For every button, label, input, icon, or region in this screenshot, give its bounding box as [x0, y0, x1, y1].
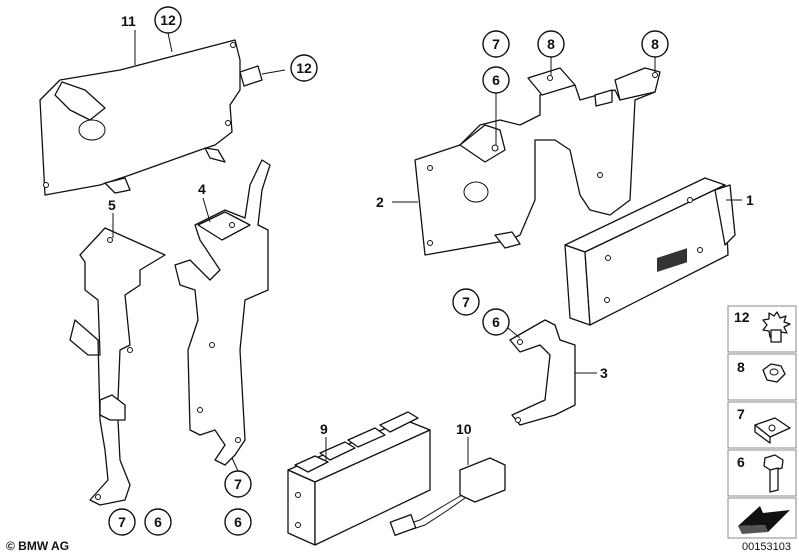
callout-circle-7a — [482, 30, 510, 58]
arrow-icon — [738, 506, 790, 534]
leader-4 — [202, 197, 211, 223]
callout-6d: 6 — [234, 514, 242, 530]
part-10-harness — [389, 457, 506, 536]
legend-box-6: 6 — [727, 449, 797, 497]
callout-circle-6d — [224, 508, 252, 536]
copyright-label: © BMW AG — [6, 539, 70, 553]
callout-circle-6b — [482, 308, 510, 336]
callout-10: 10 — [456, 421, 472, 437]
legend-box-7: 7 — [727, 401, 797, 449]
legend-12: 12 — [734, 309, 750, 325]
callout-6b: 6 — [492, 314, 500, 330]
leader-12a — [167, 32, 173, 53]
callout-circle-7c — [108, 508, 136, 536]
legend-box-arrow — [727, 497, 797, 539]
callout-5: 5 — [108, 197, 116, 213]
legend-8: 8 — [737, 359, 745, 375]
legend-7: 7 — [737, 406, 745, 422]
part-1-control-unit — [564, 177, 736, 326]
callout-6c: 6 — [154, 514, 162, 530]
callout-7c: 7 — [118, 514, 126, 530]
callout-12a: 12 — [160, 12, 176, 28]
callout-7a: 7 — [492, 36, 500, 52]
legend-6: 6 — [737, 454, 745, 470]
callout-2: 2 — [376, 194, 384, 210]
clip-nut-icon — [754, 417, 791, 444]
callout-7d: 7 — [234, 476, 242, 492]
callout-8b: 8 — [651, 36, 659, 52]
callout-8a: 8 — [547, 36, 555, 52]
callout-12b: 12 — [296, 60, 312, 76]
part-3-bracket — [509, 319, 576, 426]
callout-7b: 7 — [462, 294, 470, 310]
connector-pins — [657, 248, 687, 272]
part-9-module — [287, 411, 431, 546]
callout-9: 9 — [320, 421, 328, 437]
leader-6b — [507, 327, 521, 339]
callout-11: 11 — [121, 13, 136, 29]
legend-box-12: 12 — [727, 305, 797, 353]
bolt-icon — [763, 454, 784, 493]
callout-1: 1 — [746, 192, 754, 208]
callout-circle-12b — [290, 54, 318, 82]
callout-3: 3 — [600, 365, 608, 381]
callout-4: 4 — [198, 181, 206, 197]
callout-circle-6c — [144, 508, 172, 536]
toothed-nut-icon — [762, 311, 791, 343]
callout-6a: 6 — [492, 72, 500, 88]
diagram-id-label: 00153103 — [742, 541, 791, 553]
part-5-bracket — [69, 227, 166, 506]
callout-circle-7b — [452, 288, 480, 316]
part-11-bracket — [39, 39, 286, 196]
part-4-bracket — [174, 159, 271, 466]
leader-7d — [231, 457, 239, 472]
hex-nut-icon — [762, 363, 786, 383]
part-2-bracket — [414, 67, 661, 256]
legend-box-8: 8 — [727, 353, 797, 401]
